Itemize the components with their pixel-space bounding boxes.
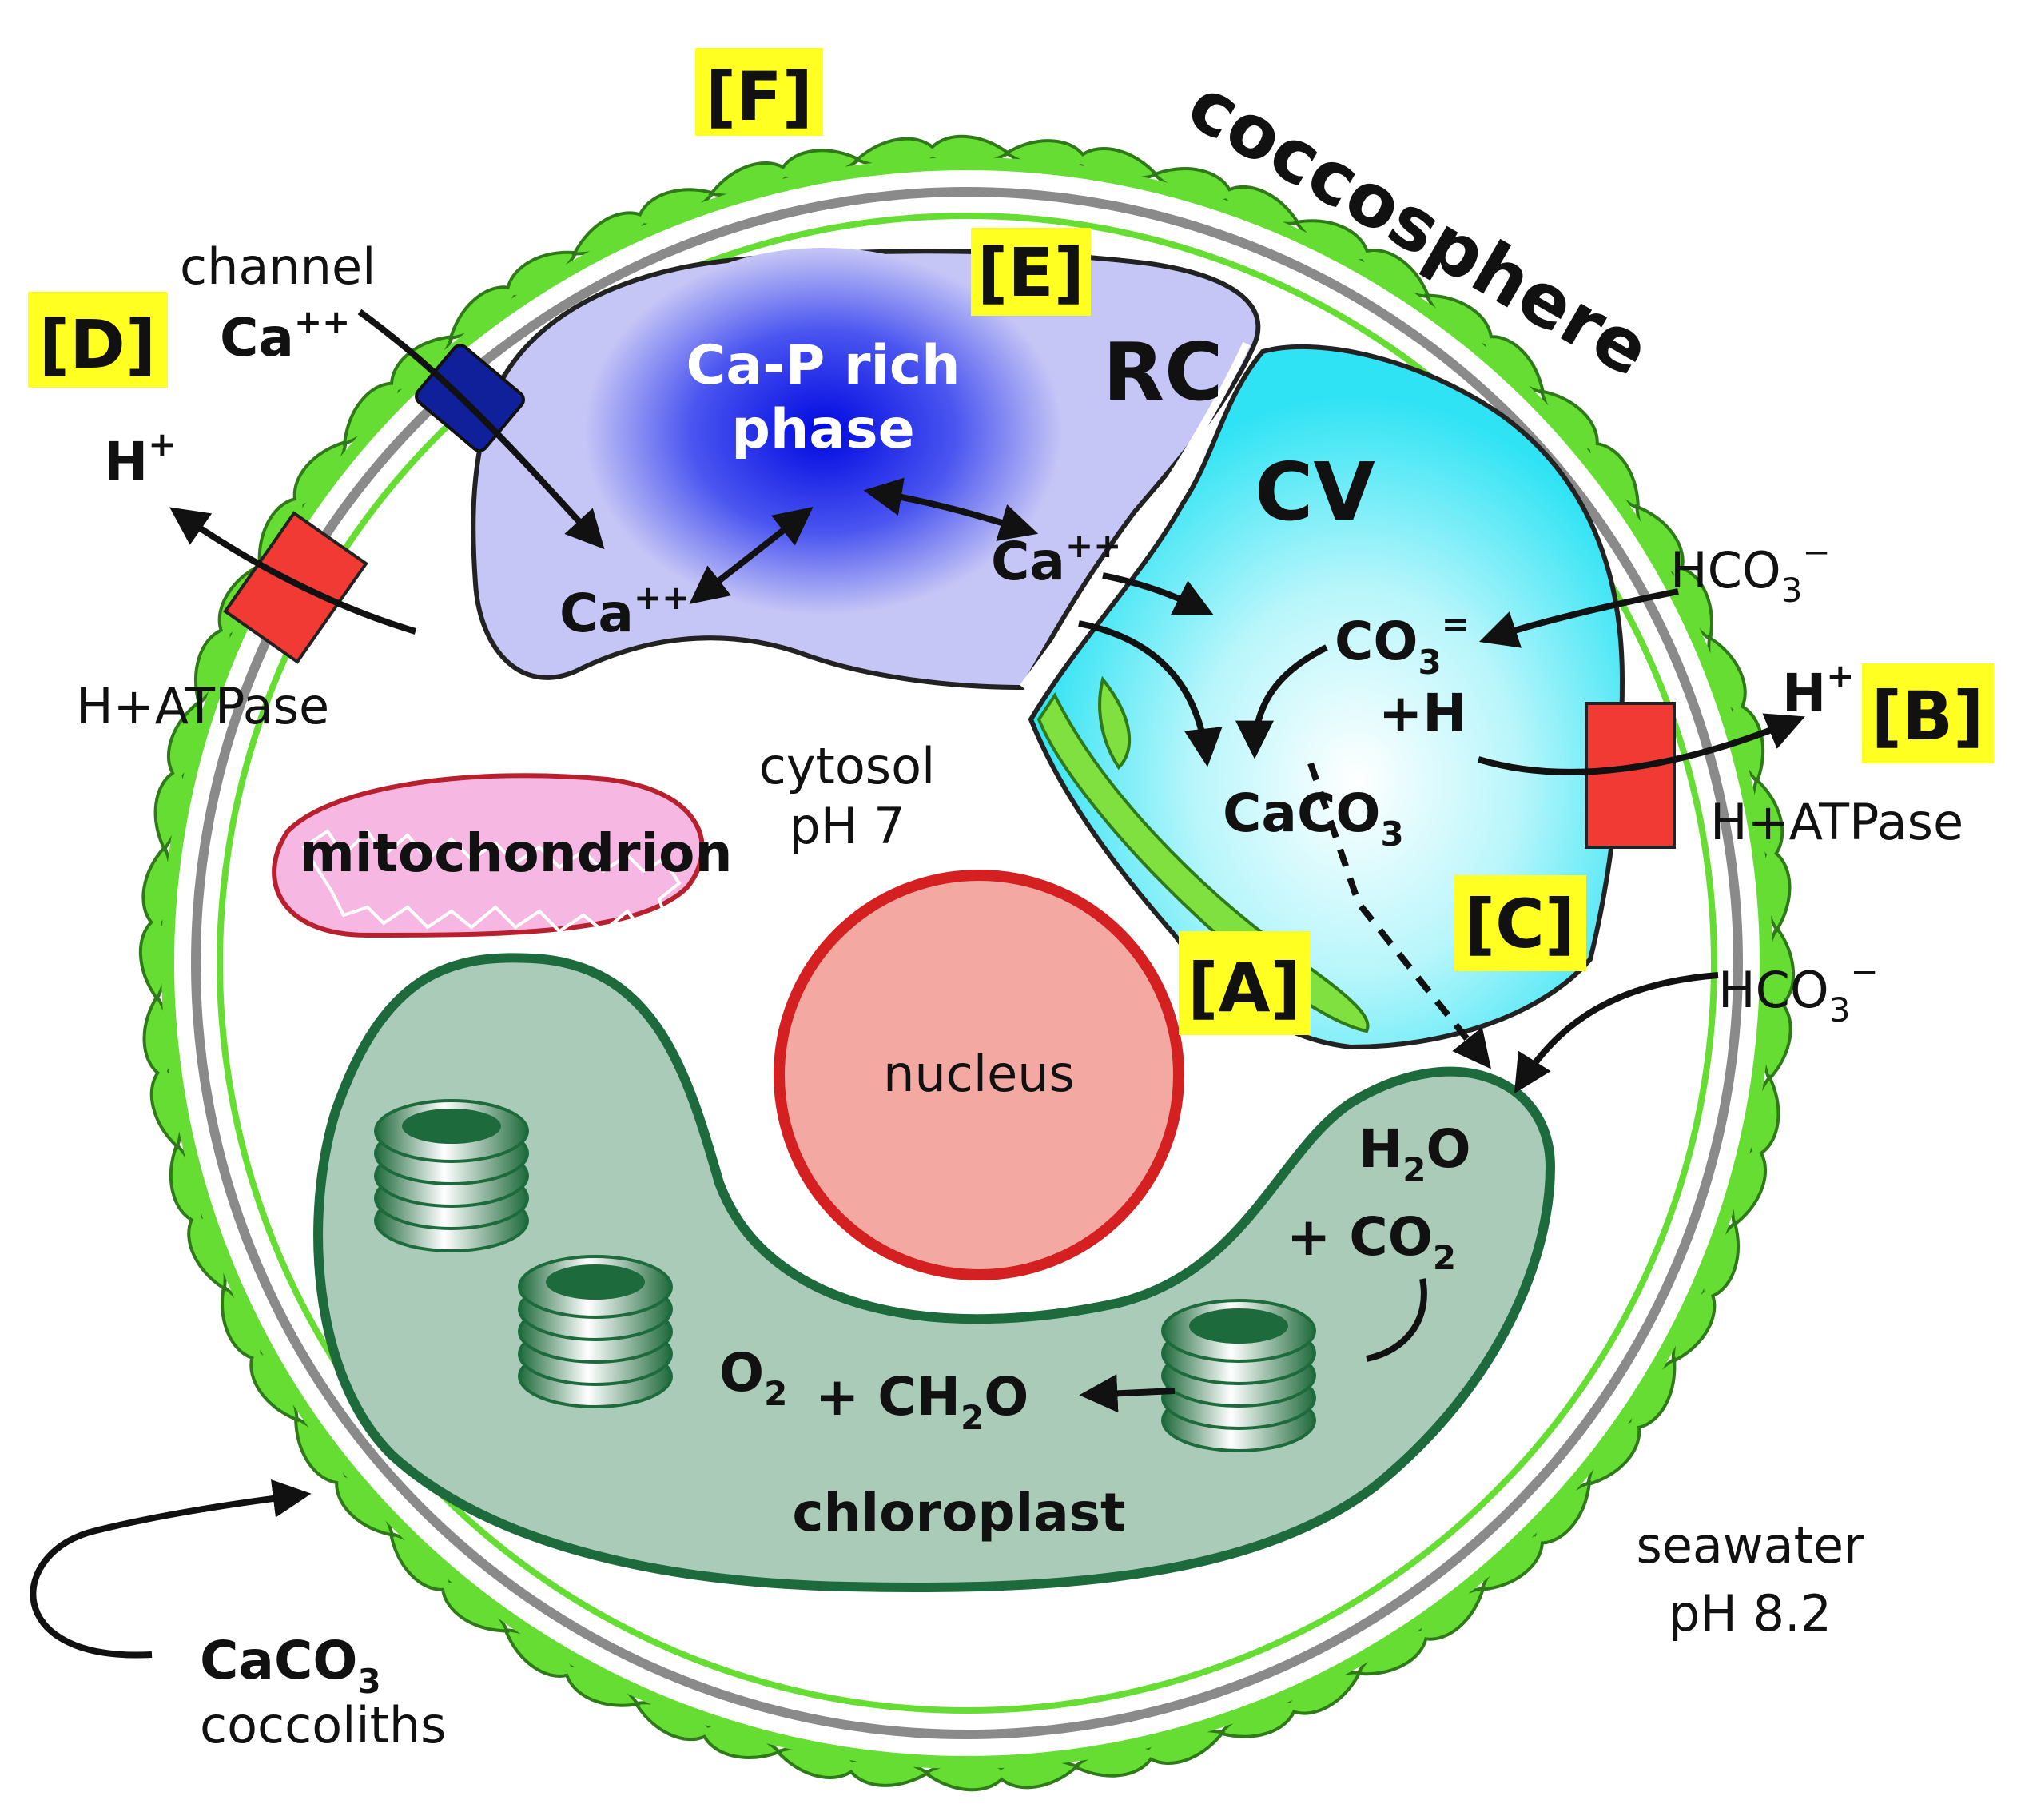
rc-label: RC bbox=[1103, 325, 1223, 419]
seawater-label: seawater bbox=[1636, 1516, 1864, 1575]
rc-cv-junction bbox=[1019, 341, 1251, 690]
nucleus-label: nucleus bbox=[883, 1045, 1075, 1103]
co3-ion: CO3= bbox=[1335, 604, 1470, 682]
tag-a: [A] bbox=[1188, 949, 1301, 1027]
arrow-h-to-chloroplast-dashed bbox=[1307, 762, 1491, 1069]
plus-ch2o-label: + CH2O bbox=[815, 1366, 1028, 1437]
tag-b-box bbox=[1862, 663, 1994, 763]
arrow-atpase-left-out bbox=[169, 507, 417, 635]
atpase-label-left: H+ATPase bbox=[76, 677, 329, 735]
tag-b: [B] bbox=[1872, 677, 1984, 755]
plus-co2-label: + CO2 bbox=[1287, 1206, 1456, 1277]
arrow-coccoliths bbox=[30, 1479, 312, 1659]
caco3-product: CaCO3 bbox=[1223, 783, 1404, 854]
tag-f: [F] bbox=[706, 58, 813, 136]
channel-label: channel bbox=[180, 237, 376, 296]
cytosol-label: cytosol bbox=[759, 737, 935, 795]
arrow-cap-to-ca-left bbox=[689, 507, 814, 604]
ca-p-label-line1: Ca-P rich bbox=[686, 334, 960, 397]
coccolith-plate bbox=[1671, 1220, 1740, 1364]
ca-channel-ion: Ca++ bbox=[220, 302, 350, 368]
cell-outer-line bbox=[161, 157, 1772, 1769]
chloroplast-label: chloroplast bbox=[792, 1482, 1125, 1543]
tag-c-box bbox=[1454, 875, 1586, 971]
forming-coccolith-2 bbox=[1098, 675, 1132, 771]
hco3-ion-lower: HCO3− bbox=[1718, 952, 1879, 1029]
arrow-ca-into-cv bbox=[1102, 572, 1214, 615]
arrow-hco3-to-chloroplast bbox=[1514, 972, 1719, 1094]
arrow-to-ch2o bbox=[1079, 1374, 1176, 1413]
h-ion-right: H+ bbox=[1782, 656, 1854, 724]
tag-e-box bbox=[971, 228, 1091, 316]
arrow-co3-to-caco3 bbox=[1235, 644, 1328, 759]
hco3-ion-upper: HCO3− bbox=[1670, 532, 1831, 610]
tag-c: [C] bbox=[1465, 885, 1575, 963]
tag-d: [D] bbox=[39, 305, 157, 384]
forming-coccolith bbox=[1036, 692, 1370, 1033]
arrow-co2-curl bbox=[1366, 1278, 1427, 1362]
atpase-pump-right bbox=[1585, 702, 1676, 849]
ca-ion-junction: Ca++ bbox=[991, 526, 1121, 592]
arrow-hco3-to-co3 bbox=[1478, 588, 1679, 648]
coccoliths-label: coccoliths bbox=[200, 1696, 447, 1754]
coccolith-plate bbox=[571, 188, 717, 256]
coccolith-plate bbox=[1217, 1671, 1363, 1738]
seawater-ph-label: pH 8.2 bbox=[1669, 1584, 1832, 1643]
h-ion-left: H+ bbox=[104, 424, 176, 492]
tag-f-box bbox=[695, 48, 823, 136]
thylakoid-stack bbox=[374, 1099, 529, 1252]
ca-p-label-line2: phase bbox=[731, 398, 915, 461]
arrow-channel-in bbox=[357, 309, 605, 550]
mitochondrion bbox=[272, 773, 705, 938]
cell-membrane bbox=[191, 187, 1743, 1739]
mitochondrion-label: mitochondrion bbox=[300, 822, 732, 884]
plus-h-label: +H bbox=[1379, 683, 1467, 744]
cytosol-ph-label: pH 7 bbox=[789, 797, 905, 855]
ca-ion-rc: Ca++ bbox=[559, 578, 690, 644]
coccoliths-caco3-label: CaCO3 bbox=[200, 1630, 381, 1701]
tag-e: [E] bbox=[977, 233, 1084, 312]
o2-label: O2 bbox=[719, 1342, 787, 1413]
tag-a-box bbox=[1179, 931, 1311, 1035]
arrow-ca-to-caco3 bbox=[1078, 620, 1223, 767]
calcium-channel bbox=[415, 344, 525, 452]
arrow-cap-to-ca-right bbox=[863, 477, 1039, 541]
thylakoid-stack bbox=[518, 1255, 673, 1408]
thylakoid-stacks bbox=[374, 1099, 1316, 1452]
coccolith-plate bbox=[1355, 1586, 1486, 1676]
thylakoid-stack bbox=[1161, 1299, 1316, 1452]
cv-label: CV bbox=[1255, 445, 1375, 539]
nucleus bbox=[774, 870, 1184, 1280]
coccolith-plate bbox=[503, 1627, 641, 1707]
coccolith-plate bbox=[1585, 1356, 1677, 1487]
tag-d-box bbox=[28, 292, 168, 388]
h2o-label: H2O bbox=[1359, 1118, 1471, 1189]
arrow-atpase-right-out bbox=[1477, 713, 1805, 775]
coccolith-plate bbox=[221, 1284, 299, 1423]
atpase-label-right: H+ATPase bbox=[1710, 793, 1963, 851]
